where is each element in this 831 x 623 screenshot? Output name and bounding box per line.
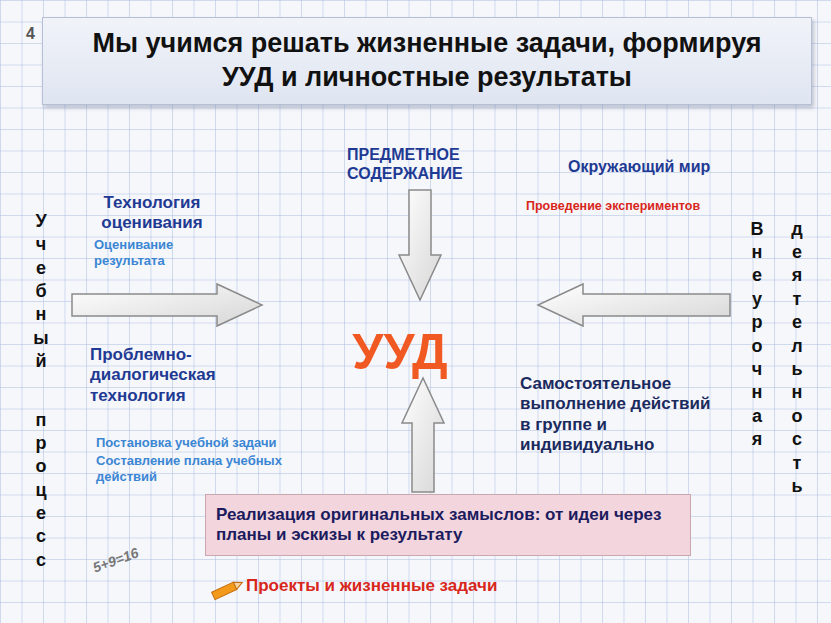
letter: е [32,257,50,280]
letter: я [788,264,806,287]
letter: т [788,452,806,475]
node-text: УУД [352,326,447,379]
letter-column: Учебный [32,210,50,374]
letter: о [748,335,766,358]
node-text: ПРЕДМЕТНОЕ СОДЕРЖАНИЕ [347,145,497,183]
letter: с [32,549,50,572]
vertical-text: Учебный процесс [32,210,50,572]
letter: ч [748,358,766,381]
method-heading: Технология оценивания [82,193,222,234]
letter: ч [32,233,50,256]
method-heading: Проблемно-диалогическая технология [90,345,268,406]
pencil [212,579,244,600]
letter: о [32,455,50,478]
title-band: Мы учимся решать жизненные задачи, форми… [42,17,812,105]
letter: ц [32,479,50,502]
letter: н [32,303,50,326]
block-arrow [402,378,444,492]
page-number: 4 [26,24,35,43]
letter: р [32,432,50,455]
letter: ы [32,327,50,350]
letter: е [748,264,766,287]
letter: ь [788,475,806,498]
title-text: Мы учимся решать жизненные задачи, форми… [87,27,767,95]
letter: е [788,241,806,264]
letter: У [32,210,50,233]
letter: п [32,409,50,432]
block-arrow [72,284,262,326]
letter: е [32,502,50,525]
letter: с [32,525,50,548]
vertical-band: Учебный процесс [30,205,52,577]
vertical-band: Внеурочная деятельность [746,212,808,504]
letter: я [748,428,766,451]
letter: й [32,350,50,373]
method-note: Оценивание результата [94,237,206,268]
letter: у [748,288,766,311]
letter: е [788,311,806,334]
letter: д [788,218,806,241]
node-text: Реализация оригинальных замыслов: от иде… [216,505,680,546]
letter-column: Внеурочная [748,218,766,452]
subject-content: ПРЕДМЕТНОЕ СОДЕРЖАНИЕ [347,140,497,188]
letter: р [748,311,766,334]
letter: В [748,218,766,241]
letter: т [788,288,806,311]
activity-note: Проведение экспериментов [526,199,700,214]
letter: с [788,428,806,451]
letter: н [748,241,766,264]
letter: о [788,405,806,428]
letter-column: деятельность [788,218,806,499]
method-note: Постановка учебной задачи [96,435,277,451]
subject-name: Окружающий мир [568,157,710,176]
letter: н [748,381,766,404]
letter: н [788,381,806,404]
letter: ь [788,358,806,381]
activity-text: Самостоятельное выполнение действий в гр… [520,374,720,456]
block-arrow [399,190,441,300]
footer-text: Проекты и жизненные задачи [246,576,497,596]
letter: а [748,405,766,428]
letter: л [788,335,806,358]
vertical-text: Внеурочная деятельность [748,218,806,499]
letter-column: процесс [32,409,50,573]
method-note: Составление плана учебных действий [96,453,328,484]
center-node: УУД [262,300,538,378]
block-arrow [538,284,730,326]
letter: б [32,280,50,303]
process-box: Реализация оригинальных замыслов: от иде… [205,494,691,556]
